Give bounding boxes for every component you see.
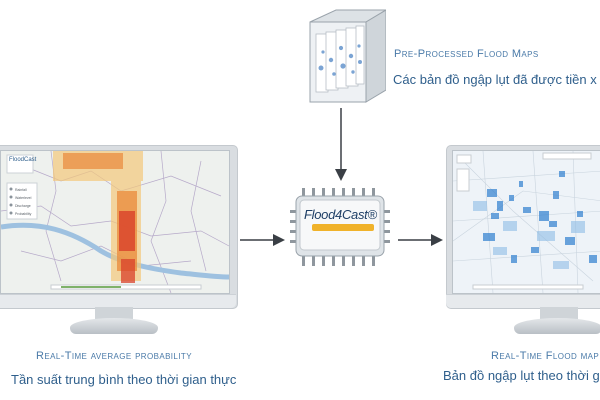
legend-item: Discharge — [15, 204, 31, 208]
legend-item: Waterlevel — [15, 196, 32, 200]
left-caption-vi: Tần suất trung bình theo thời gian thực — [11, 372, 237, 387]
legend-item: Probability — [15, 212, 32, 216]
legend-item: Rainfall — [15, 188, 27, 192]
processor-badge — [312, 224, 374, 231]
processor-name: Flood4Cast® — [304, 207, 377, 222]
preprocessed-maps-stack-icon — [309, 9, 386, 103]
right-screen — [452, 150, 600, 294]
preprocessed-title-en: Pre-Processed Flood Maps — [394, 48, 539, 60]
probability-map — [1, 151, 229, 293]
floodcast-logo: FloodCast — [9, 157, 37, 163]
left-caption-en: Real-Time average probability — [36, 350, 192, 362]
right-caption-vi: Bản đồ ngập lụt theo thời g — [443, 368, 600, 383]
flood-map — [453, 151, 600, 293]
right-caption-en: Real-Time Flood map — [491, 350, 600, 362]
legend: Rainfall Waterlevel Discharge Probabilit… — [15, 186, 31, 218]
left-screen: FloodCast Rainfall Waterlevel Discharge … — [0, 150, 230, 294]
preprocessed-title-vi: Các bản đồ ngập lụt đã được tiền x — [393, 72, 597, 87]
